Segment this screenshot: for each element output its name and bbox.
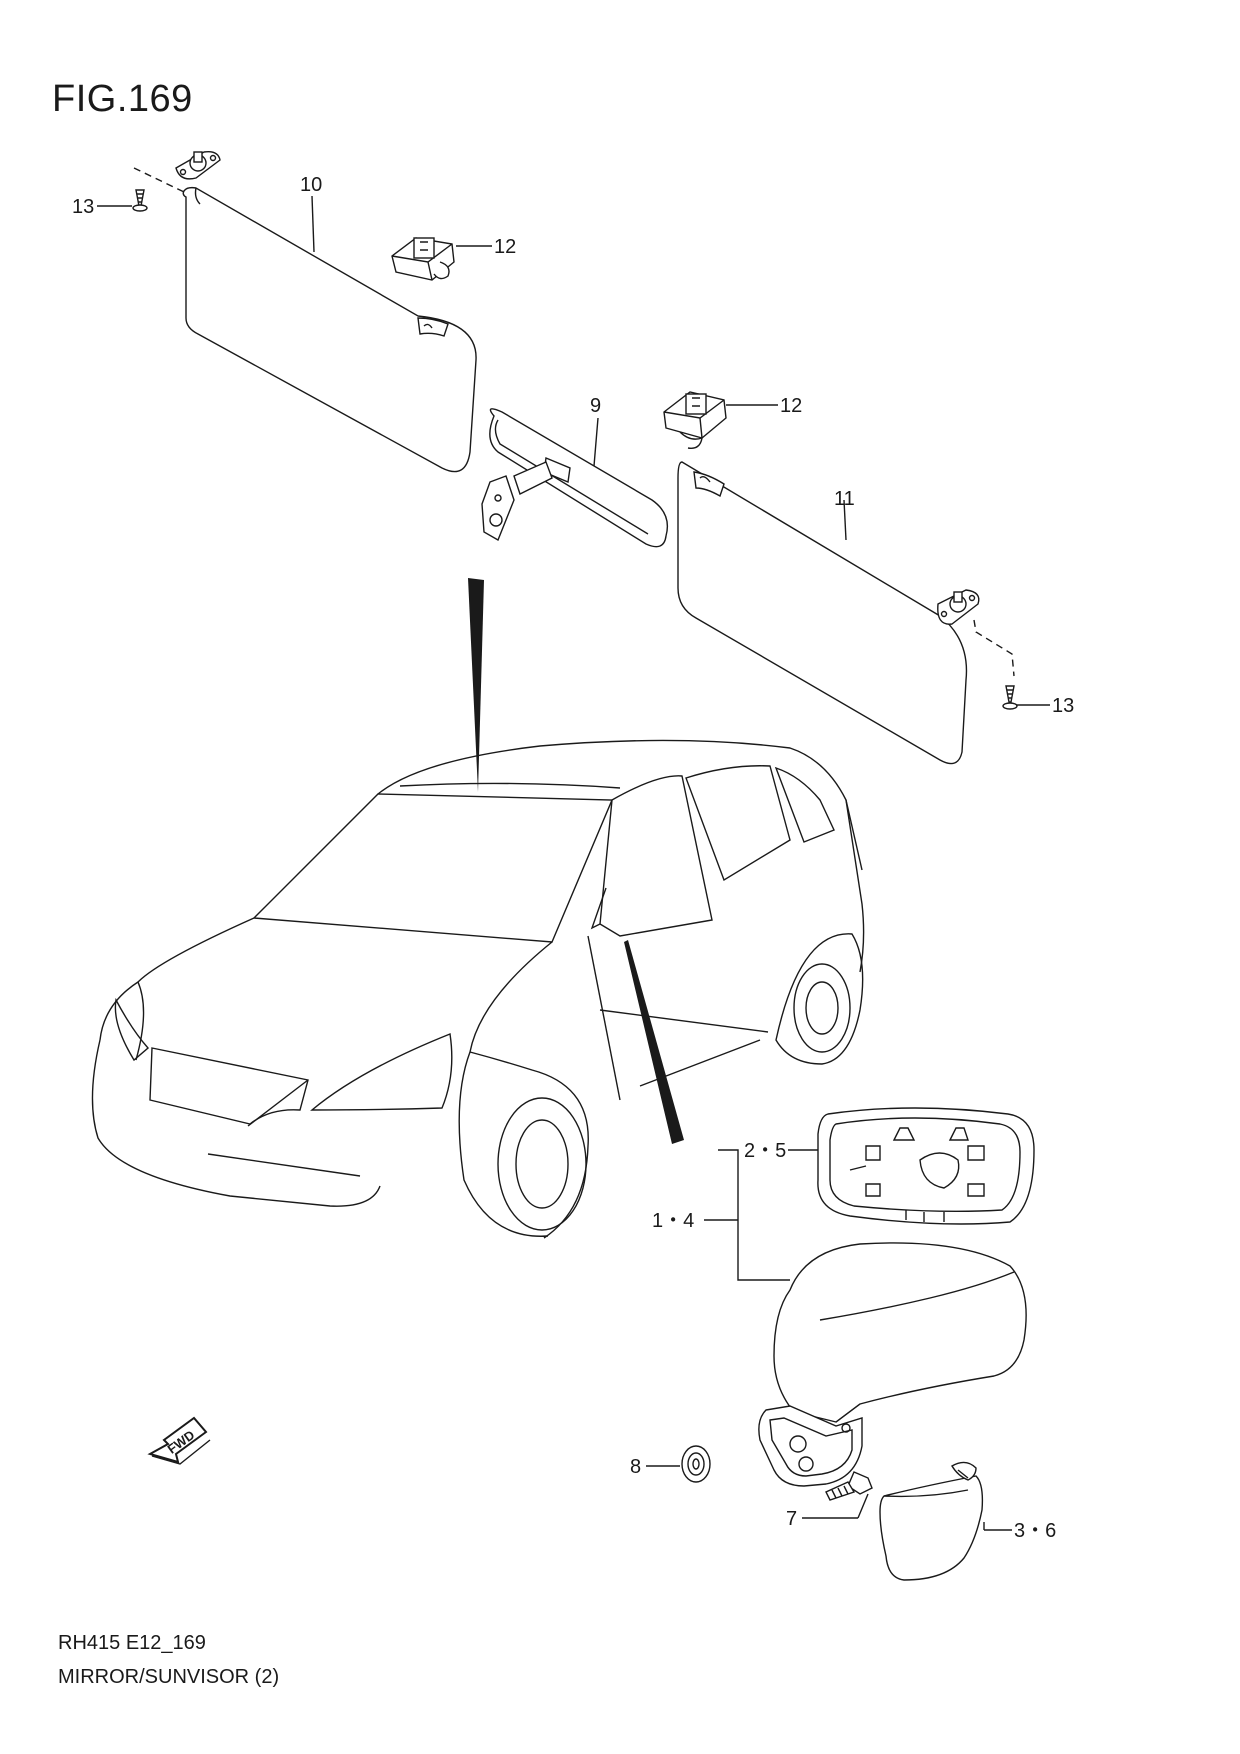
callout-12-mid: 12	[780, 395, 802, 417]
inside-rearview-mirror[interactable]	[481, 408, 669, 548]
callout-13-right: 13	[1052, 695, 1074, 717]
sunvisor-right[interactable]	[677, 461, 968, 765]
sunvisor-pivot-left	[175, 150, 221, 180]
sunvisor-left[interactable]	[182, 186, 477, 473]
screw-right[interactable]	[973, 619, 1018, 710]
sunvisor-pivot-right	[937, 589, 980, 625]
fwd-arrow-icon: FWD	[147, 1416, 211, 1465]
leader-7-v	[857, 1493, 869, 1519]
footer-name: MIRROR/SUNVISOR (2)	[58, 1666, 280, 1688]
mirror-cover[interactable]	[879, 1461, 984, 1581]
screw-left[interactable]	[132, 167, 185, 212]
callout-7: 7	[786, 1508, 797, 1530]
leader-9	[593, 417, 599, 467]
pointer-to-rearview	[468, 578, 484, 792]
pointer-to-side-mirror	[624, 940, 684, 1144]
callout-10: 10	[300, 174, 322, 196]
callout-8: 8	[630, 1456, 641, 1478]
callout-9: 9	[590, 395, 601, 417]
outside-mirror-assy[interactable]	[758, 1242, 1027, 1487]
callout-12-top: 12	[494, 236, 516, 258]
sunvisor-holder-left[interactable]	[391, 237, 455, 281]
callout-1-4: 1・4	[652, 1210, 694, 1232]
mirror-bolt[interactable]	[825, 1471, 873, 1501]
footer-code: RH415 E12_169	[58, 1632, 206, 1654]
figure-title: FIG.169	[52, 78, 193, 120]
bracket-1-4	[704, 1149, 790, 1281]
mirror-glass[interactable]	[817, 1107, 1035, 1225]
leader-10	[311, 195, 315, 253]
callout-2-5: 2・5	[744, 1140, 786, 1162]
callout-11: 11	[834, 488, 855, 510]
vehicle-outline	[91, 739, 865, 1239]
leader-11	[843, 499, 847, 541]
sunvisor-holder-right[interactable]	[663, 391, 727, 449]
grommet[interactable]	[681, 1445, 711, 1483]
callout-13-left: 13	[72, 196, 94, 218]
callout-3-6: 3・6	[1014, 1520, 1056, 1542]
